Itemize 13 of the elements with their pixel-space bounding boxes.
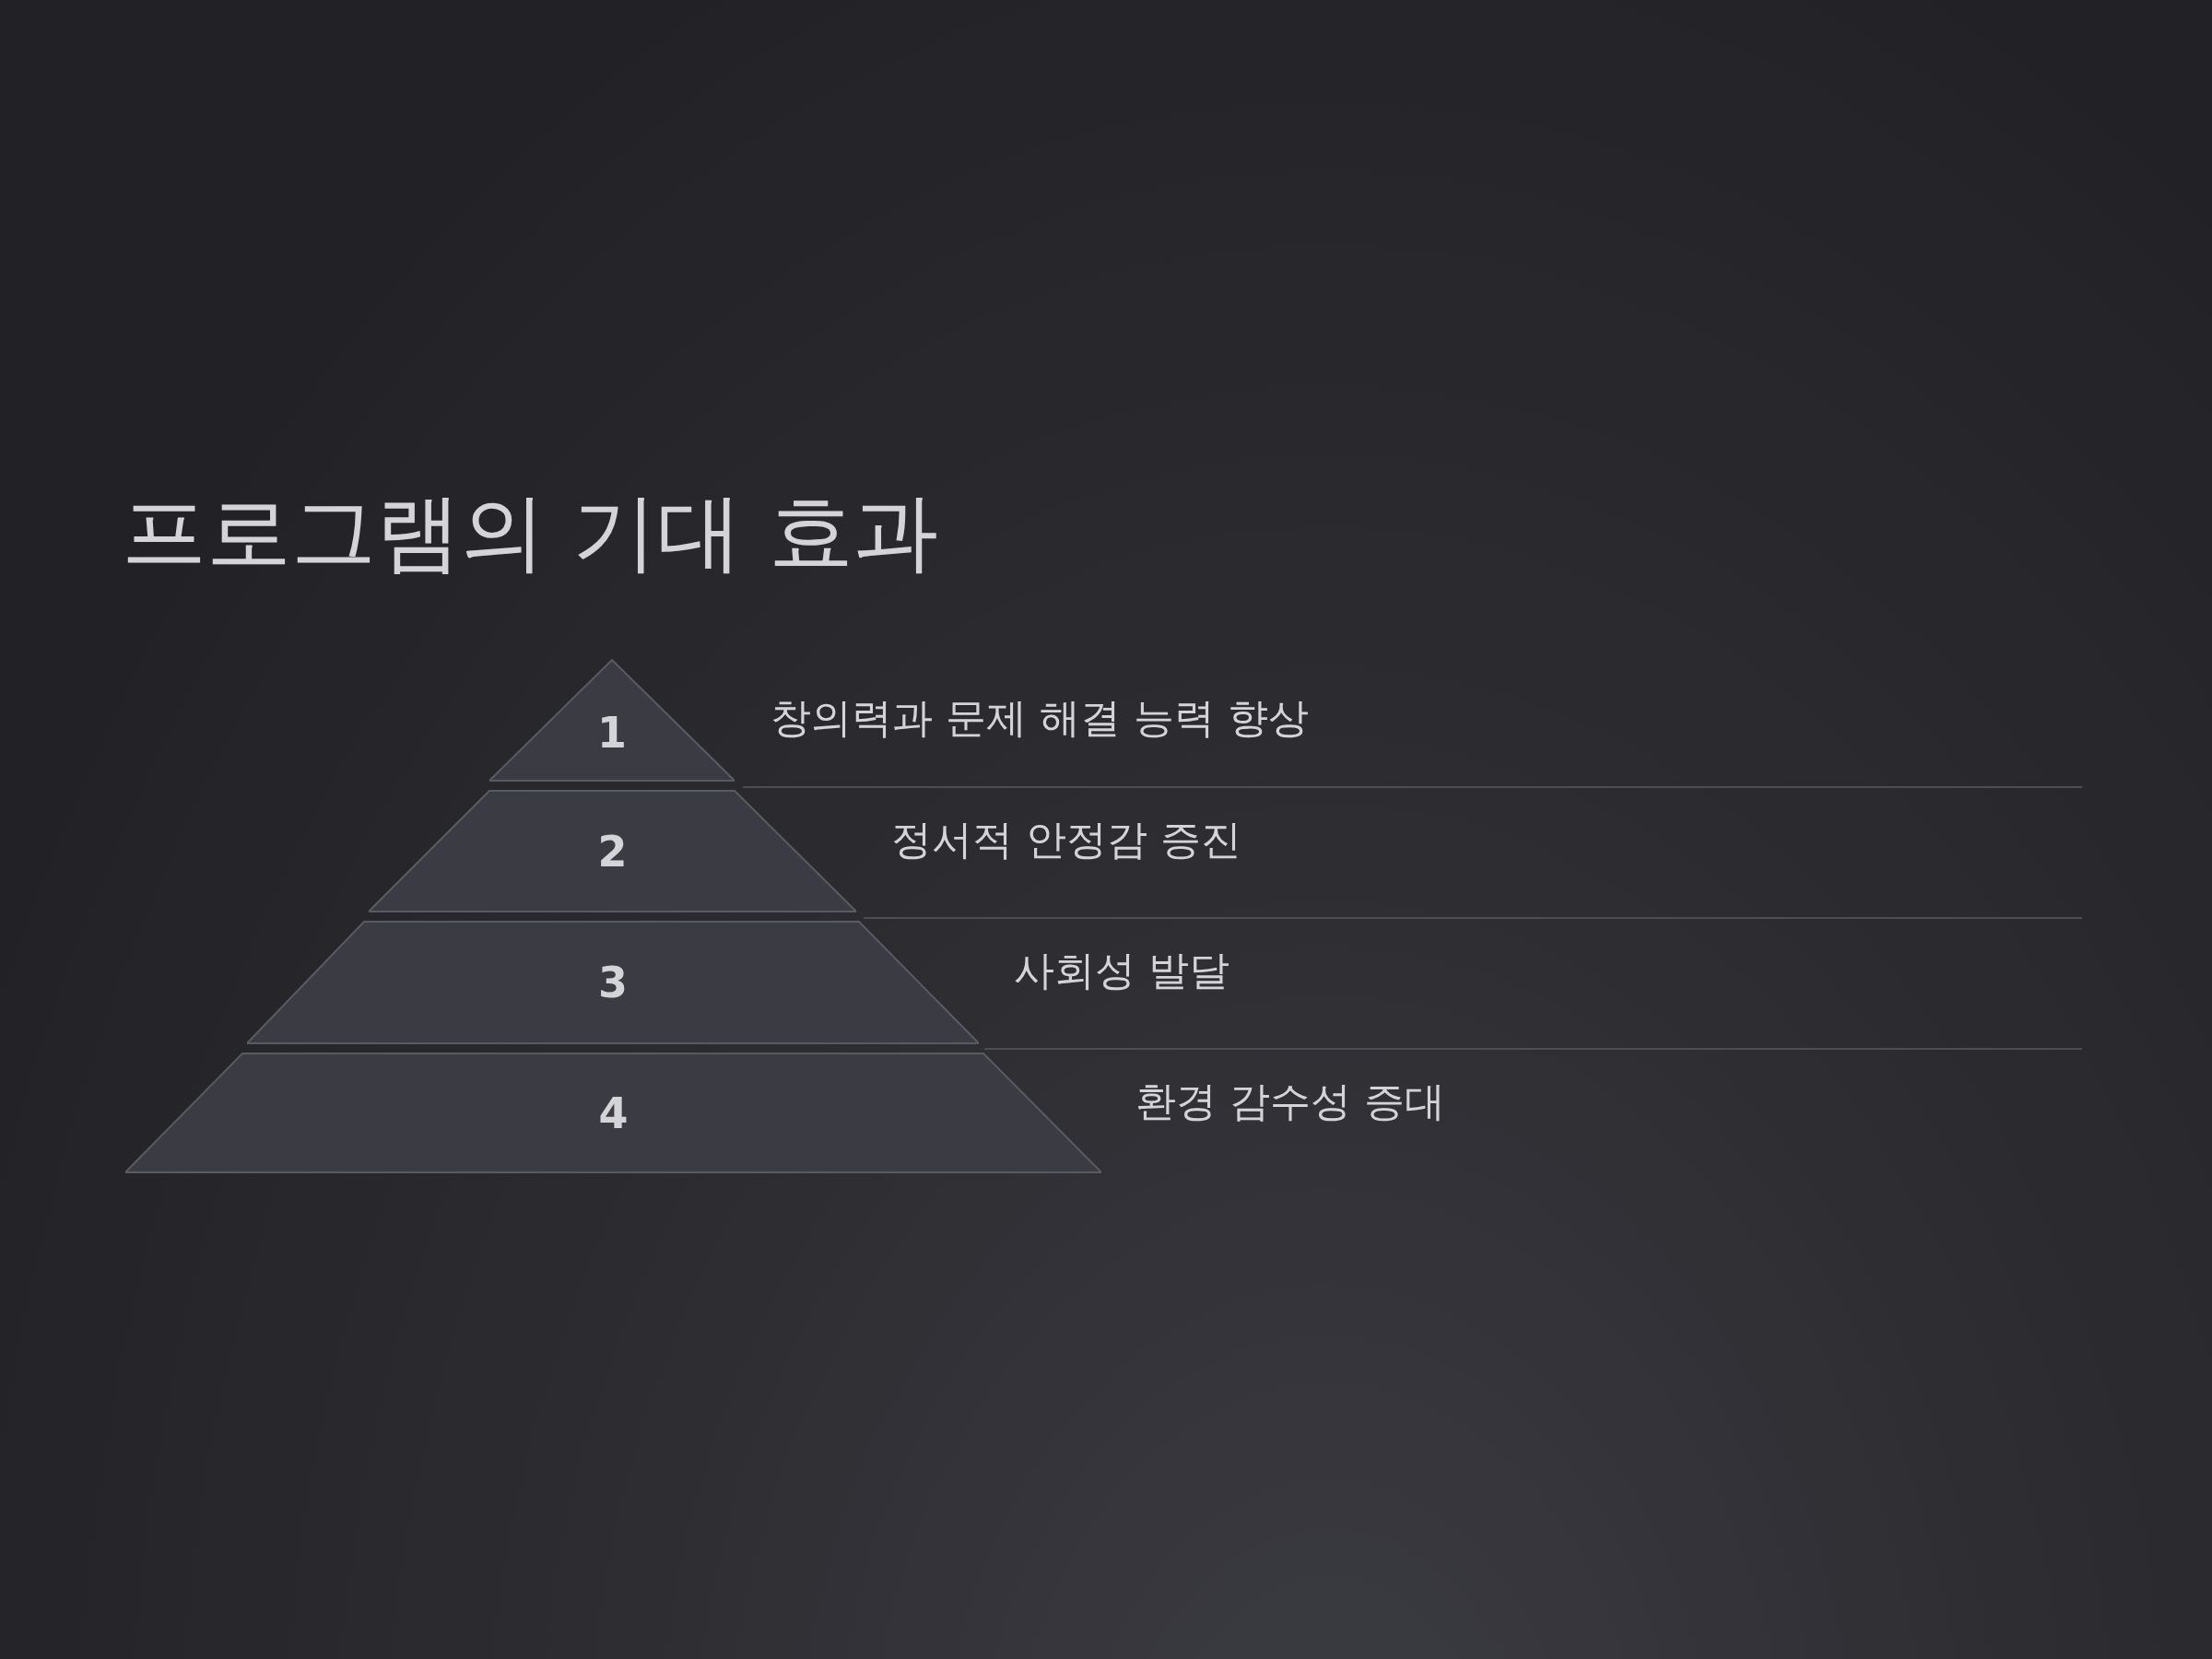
tier-description: 정서적 안정감 증진 — [891, 818, 1241, 860]
pyramid-tier — [489, 659, 735, 782]
title: 프로그램의 기대 효과 — [122, 490, 939, 575]
pyramid-tier — [247, 921, 979, 1044]
tier-number: 1 — [596, 711, 628, 754]
pyramid-tier — [369, 790, 856, 912]
tier-number: 3 — [597, 961, 629, 1004]
pyramid-tier — [125, 1053, 1101, 1173]
tier-number: 2 — [596, 830, 629, 873]
tier-description: 창의력과 문제 해결 능력 향상 — [771, 697, 1309, 738]
tier-description: 사회성 발달 — [1014, 950, 1230, 991]
tier-number: 4 — [597, 1091, 629, 1135]
tier-description: 환경 감수성 증대 — [1135, 1080, 1445, 1122]
